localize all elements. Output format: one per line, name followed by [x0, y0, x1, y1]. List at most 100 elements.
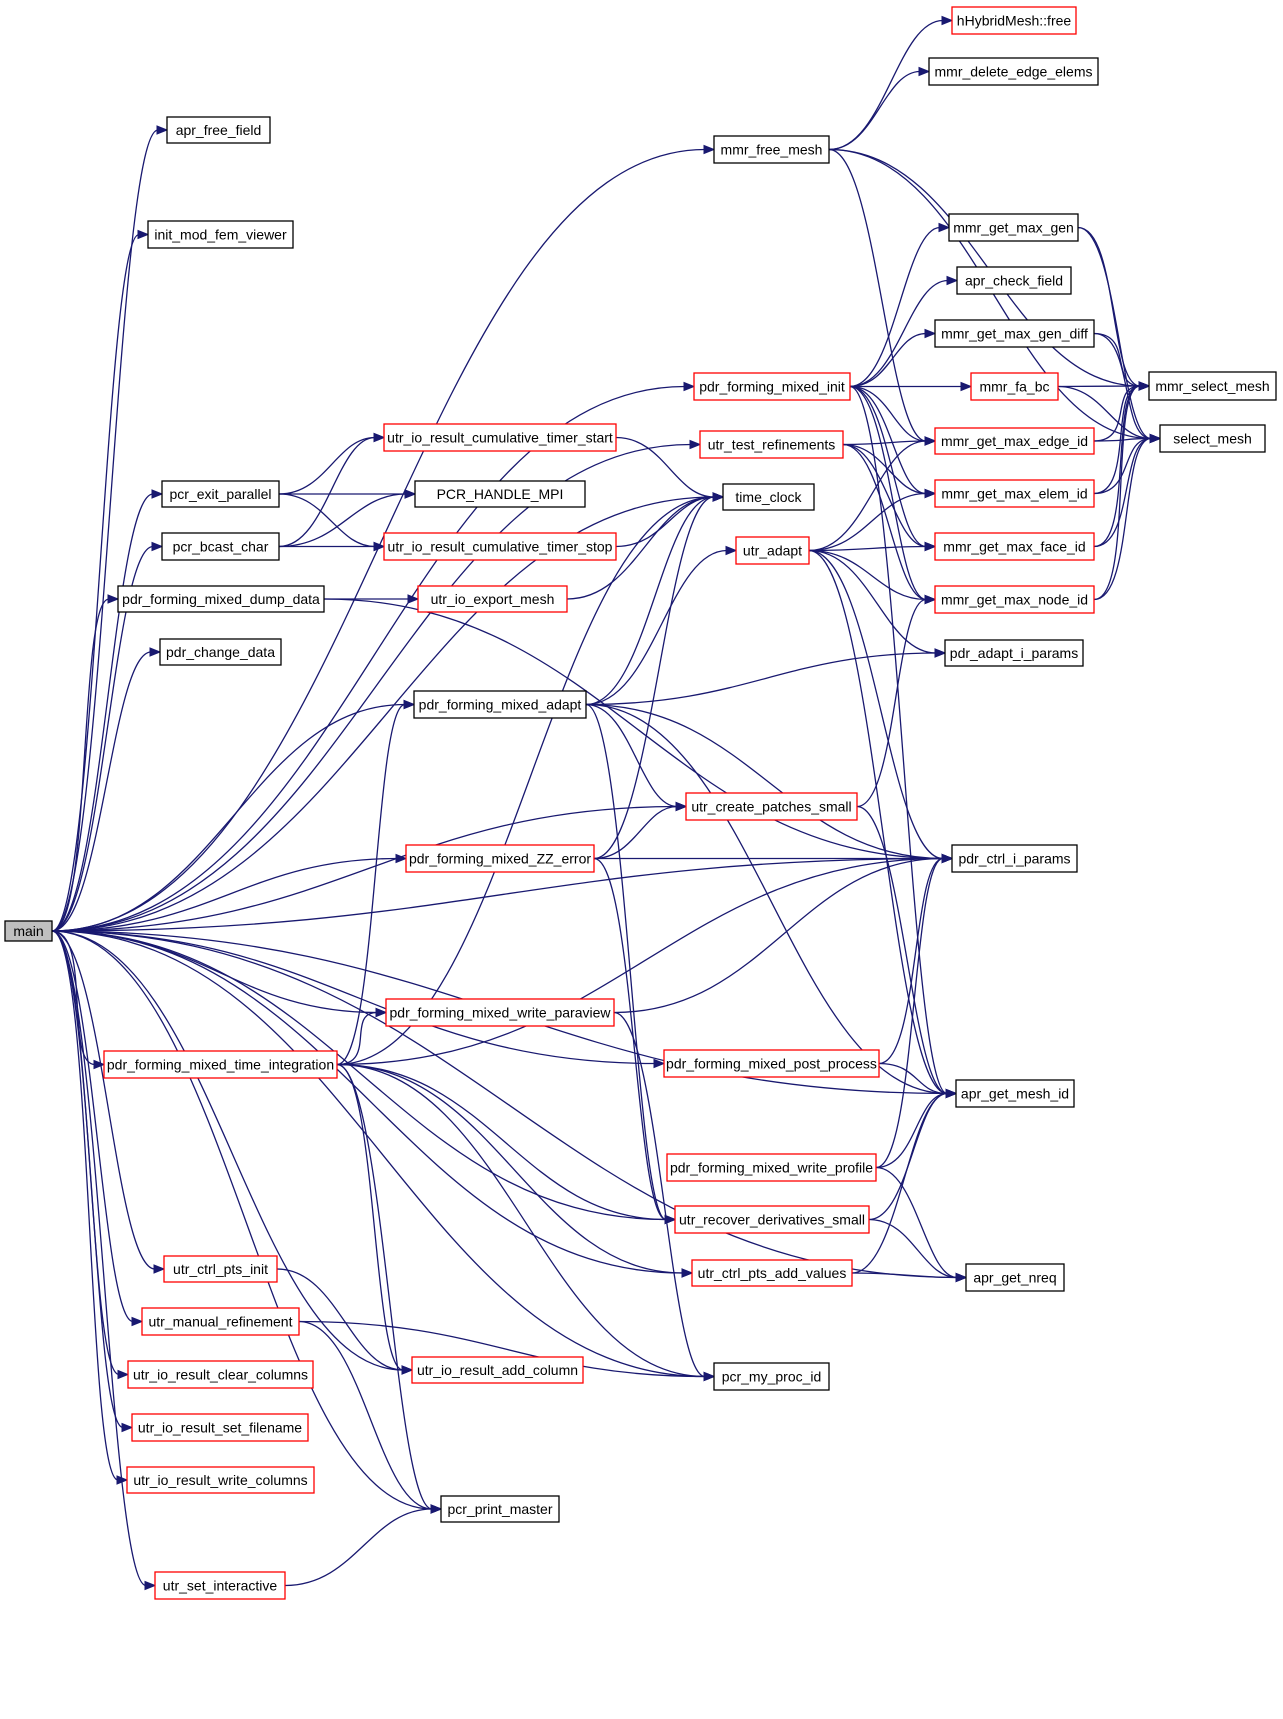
node-box[interactable]	[127, 1360, 314, 1389]
node-pdr_forming_mixed_post_process[interactable]: pdr_forming_mixed_post_process	[663, 1049, 880, 1078]
node-pcr_exit_parallel[interactable]: pcr_exit_parallel	[161, 480, 280, 508]
node-utr_io_result_clear_columns[interactable]: utr_io_result_clear_columns	[127, 1360, 314, 1389]
node-pdr_forming_mixed_dump_data[interactable]: pdr_forming_mixed_dump_data	[117, 585, 325, 613]
node-box[interactable]	[385, 998, 615, 1027]
node-pdr_forming_mixed_init[interactable]: pdr_forming_mixed_init	[693, 372, 851, 401]
node-pdr_change_data[interactable]: pdr_change_data	[159, 638, 282, 666]
node-mmr_get_max_gen_diff[interactable]: mmr_get_max_gen_diff	[934, 319, 1095, 348]
node-box[interactable]	[674, 1205, 870, 1234]
node-pcr_bcast_char[interactable]: pcr_bcast_char	[161, 532, 280, 561]
node-box[interactable]	[951, 6, 1077, 35]
node-pdr_forming_mixed_ZZ_error[interactable]: pdr_forming_mixed_ZZ_error	[405, 844, 595, 873]
node-box[interactable]	[1148, 371, 1277, 401]
node-box[interactable]	[934, 319, 1095, 348]
node-utr_manual_refinement[interactable]: utr_manual_refinement	[141, 1307, 300, 1336]
node-box[interactable]	[383, 423, 617, 452]
node-box[interactable]	[928, 57, 1099, 86]
node-apr_get_nreq[interactable]: apr_get_nreq	[965, 1263, 1065, 1292]
node-box[interactable]	[685, 792, 858, 821]
node-mmr_fa_bc[interactable]: mmr_fa_bc	[970, 372, 1059, 401]
node-box[interactable]	[414, 480, 586, 508]
node-mmr_free_mesh[interactable]: mmr_free_mesh	[713, 135, 830, 164]
node-box[interactable]	[970, 372, 1059, 401]
node-box[interactable]	[161, 480, 280, 508]
node-box[interactable]	[948, 213, 1079, 242]
node-apr_free_field[interactable]: apr_free_field	[166, 116, 271, 144]
node-hHybridMesh_free[interactable]: hHybridMesh::free	[951, 6, 1077, 35]
node-pdr_adapt_i_params[interactable]: pdr_adapt_i_params	[944, 639, 1084, 667]
node-box[interactable]	[163, 1255, 278, 1283]
node-utr_recover_derivatives_small[interactable]: utr_recover_derivatives_small	[674, 1205, 870, 1234]
node-box[interactable]	[1159, 424, 1266, 453]
node-box[interactable]	[691, 1259, 853, 1287]
node-pdr_forming_mixed_write_paraview[interactable]: pdr_forming_mixed_write_paraview	[385, 998, 615, 1027]
node-box[interactable]	[413, 690, 587, 719]
node-utr_create_patches_small[interactable]: utr_create_patches_small	[685, 792, 858, 821]
node-mmr_delete_edge_elems[interactable]: mmr_delete_edge_elems	[928, 57, 1099, 86]
node-box[interactable]	[965, 1263, 1065, 1292]
node-box[interactable]	[663, 1049, 880, 1078]
node-box[interactable]	[417, 585, 568, 613]
node-box[interactable]	[955, 1079, 1075, 1108]
node-utr_test_refinements[interactable]: utr_test_refinements	[699, 430, 844, 459]
node-box[interactable]	[154, 1571, 286, 1600]
node-utr_adapt[interactable]: utr_adapt	[735, 536, 810, 565]
node-box[interactable]	[934, 532, 1095, 561]
node-box[interactable]	[951, 844, 1078, 873]
node-box[interactable]	[117, 585, 325, 613]
node-box[interactable]	[411, 1356, 584, 1384]
node-apr_get_mesh_id[interactable]: apr_get_mesh_id	[955, 1079, 1075, 1108]
node-box[interactable]	[693, 372, 851, 401]
node-pdr_forming_mixed_time_integration[interactable]: pdr_forming_mixed_time_integration	[103, 1050, 338, 1079]
node-init_mod_fem_viewer[interactable]: init_mod_fem_viewer	[147, 220, 294, 249]
node-box[interactable]	[735, 536, 810, 565]
node-box[interactable]	[405, 844, 595, 873]
node-box[interactable]	[666, 1153, 877, 1182]
node-pdr_forming_mixed_write_profile[interactable]: pdr_forming_mixed_write_profile	[666, 1153, 877, 1182]
node-box[interactable]	[934, 427, 1095, 455]
node-box[interactable]	[141, 1307, 300, 1336]
node-box[interactable]	[944, 639, 1084, 667]
node-utr_set_interactive[interactable]: utr_set_interactive	[154, 1571, 286, 1600]
node-mmr_get_max_gen[interactable]: mmr_get_max_gen	[948, 213, 1079, 242]
node-pcr_print_master[interactable]: pcr_print_master	[440, 1495, 560, 1523]
node-box[interactable]	[699, 430, 844, 459]
node-box[interactable]	[713, 1362, 830, 1391]
node-box[interactable]	[131, 1413, 309, 1442]
node-mmr_get_max_elem_id[interactable]: mmr_get_max_elem_id	[934, 479, 1095, 508]
node-box[interactable]	[126, 1466, 315, 1494]
node-box[interactable]	[383, 532, 617, 561]
node-utr_io_result_write_columns[interactable]: utr_io_result_write_columns	[126, 1466, 315, 1494]
node-box[interactable]	[934, 585, 1095, 614]
node-utr_io_result_add_column[interactable]: utr_io_result_add_column	[411, 1356, 584, 1384]
node-pcr_my_proc_id[interactable]: pcr_my_proc_id	[713, 1362, 830, 1391]
node-select_mesh[interactable]: select_mesh	[1159, 424, 1266, 453]
node-mmr_get_max_edge_id[interactable]: mmr_get_max_edge_id	[934, 427, 1095, 455]
node-pdr_ctrl_i_params[interactable]: pdr_ctrl_i_params	[951, 844, 1078, 873]
node-PCR_HANDLE_MPI[interactable]: PCR_HANDLE_MPI	[414, 480, 586, 508]
node-mmr_select_mesh[interactable]: mmr_select_mesh	[1148, 371, 1277, 401]
node-time_clock[interactable]: time_clock	[722, 483, 815, 511]
node-utr_ctrl_pts_add_values[interactable]: utr_ctrl_pts_add_values	[691, 1259, 853, 1287]
node-apr_check_field[interactable]: apr_check_field	[956, 266, 1072, 295]
node-box[interactable]	[440, 1495, 560, 1523]
node-box[interactable]	[956, 266, 1072, 295]
node-utr_io_result_set_filename[interactable]: utr_io_result_set_filename	[131, 1413, 309, 1442]
node-box[interactable]	[159, 638, 282, 666]
node-box[interactable]	[934, 479, 1095, 508]
node-box[interactable]	[166, 116, 271, 144]
node-utr_io_result_cumulative_timer_stop[interactable]: utr_io_result_cumulative_timer_stop	[383, 532, 617, 561]
node-mmr_get_max_node_id[interactable]: mmr_get_max_node_id	[934, 585, 1095, 614]
node-box[interactable]	[103, 1050, 338, 1079]
node-box[interactable]	[722, 483, 815, 511]
node-box[interactable]	[147, 220, 294, 249]
node-mmr_get_max_face_id[interactable]: mmr_get_max_face_id	[934, 532, 1095, 561]
node-utr_io_export_mesh[interactable]: utr_io_export_mesh	[417, 585, 568, 613]
node-box[interactable]	[4, 920, 53, 942]
node-box[interactable]	[161, 532, 280, 561]
node-utr_io_result_cumulative_timer_start[interactable]: utr_io_result_cumulative_timer_start	[383, 423, 617, 452]
node-main[interactable]: main	[4, 920, 53, 942]
node-box[interactable]	[713, 135, 830, 164]
node-pdr_forming_mixed_adapt[interactable]: pdr_forming_mixed_adapt	[413, 690, 587, 719]
node-utr_ctrl_pts_init[interactable]: utr_ctrl_pts_init	[163, 1255, 278, 1283]
